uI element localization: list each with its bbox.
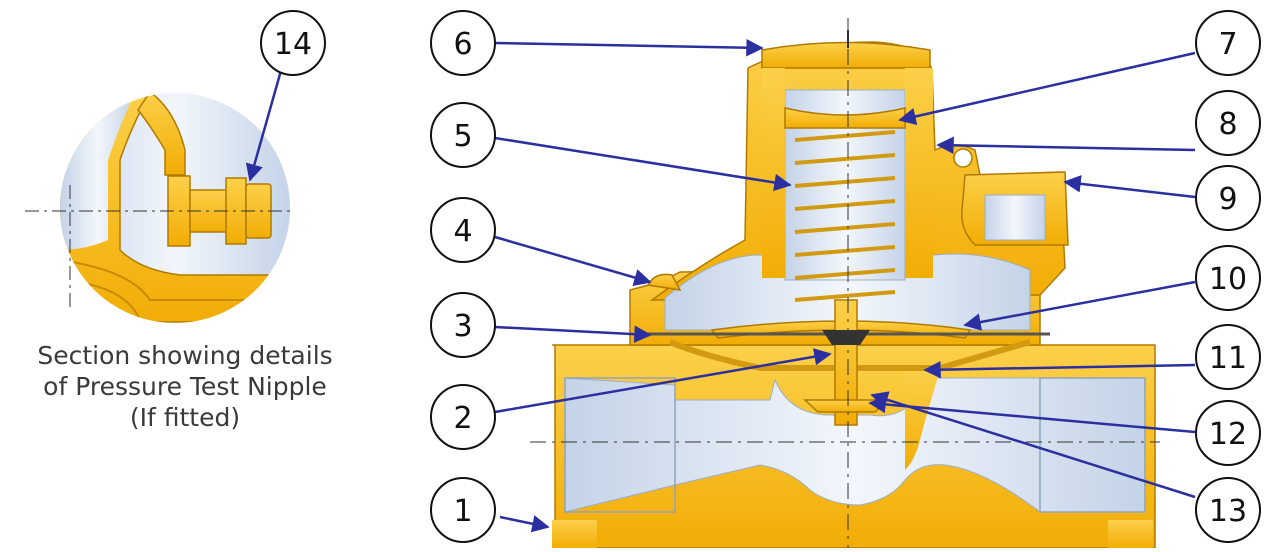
callout-6: 6 (430, 10, 496, 76)
callout-11-label: 11 (1209, 341, 1247, 376)
callout-14: 14 (260, 10, 326, 76)
callout-6-label: 6 (453, 27, 472, 62)
caption-line-3: (If fitted) (129, 403, 241, 432)
callout-10: 10 (1195, 245, 1261, 311)
callout-7-label: 7 (1218, 27, 1237, 62)
caption-line-1: Section showing details (37, 341, 333, 370)
callout-7: 7 (1195, 10, 1261, 76)
callout-11: 11 (1195, 324, 1261, 390)
detail-caption: Section showing details of Pressure Test… (0, 340, 370, 433)
leader-lines (245, 38, 1196, 533)
callout-2: 2 (430, 384, 496, 450)
test-nipple-detail-inset (25, 92, 290, 323)
callout-13-label: 13 (1209, 494, 1247, 529)
callout-2-label: 2 (453, 401, 472, 436)
callout-9: 9 (1195, 165, 1261, 231)
caption-line-2: of Pressure Test Nipple (43, 372, 327, 401)
callout-10-label: 10 (1209, 262, 1247, 297)
callout-4: 4 (430, 197, 496, 263)
callout-1-label: 1 (453, 494, 472, 529)
callout-8-label: 8 (1218, 107, 1237, 142)
callout-14-label: 14 (274, 27, 312, 62)
callout-8: 8 (1195, 90, 1261, 156)
callout-5: 5 (430, 102, 496, 168)
regulator-body (552, 30, 1156, 549)
callout-9-label: 9 (1218, 182, 1237, 217)
callout-12: 12 (1195, 400, 1261, 466)
callout-1: 1 (430, 477, 496, 543)
callout-3-label: 3 (453, 309, 472, 344)
callout-5-label: 5 (453, 119, 472, 154)
callout-12-label: 12 (1209, 417, 1247, 452)
callout-13: 13 (1195, 477, 1261, 543)
callout-4-label: 4 (453, 214, 472, 249)
callout-3: 3 (430, 292, 496, 358)
